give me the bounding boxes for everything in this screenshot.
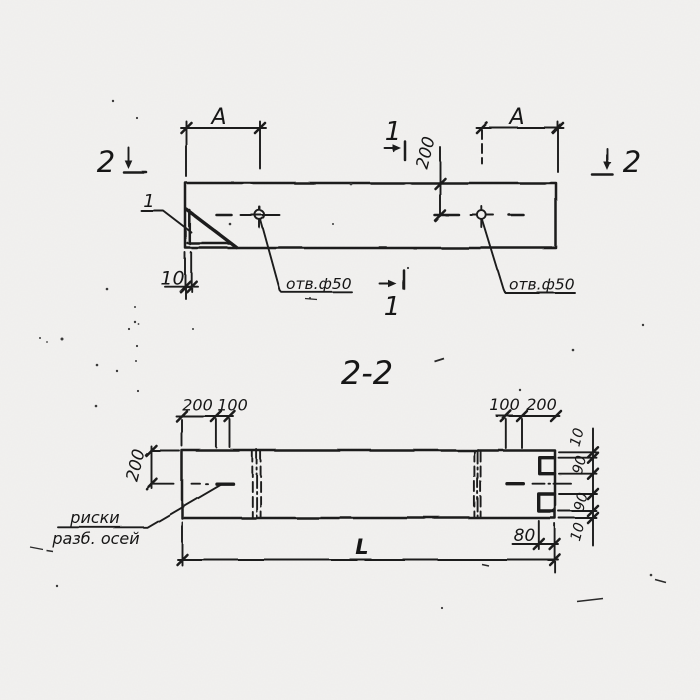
- label-dim-10-top: 10: [568, 426, 588, 448]
- label-detail-1: 1: [143, 191, 154, 212]
- section-2-mark-right: [591, 148, 615, 177]
- label-section-title: 2-2: [341, 354, 393, 392]
- plan-beam-outline: [184, 181, 558, 250]
- scan-noise: [29, 99, 667, 610]
- detail-1-leader: [140, 210, 193, 234]
- plan-view: [122, 120, 615, 299]
- section-hole-hidden-left: [251, 448, 262, 520]
- label-dim-right-100: 100: [489, 395, 520, 414]
- label-dim-90-bottom: 90: [572, 491, 592, 513]
- labels: А А 200 10 отв.ф50 отв.ф50 1 1 1 2 2 2-2…: [51, 105, 641, 559]
- section-dim-80: [511, 520, 561, 573]
- plan-hole-left: [215, 205, 281, 229]
- label-section1-top: 1: [385, 117, 402, 147]
- plan-corner-triangle: [184, 207, 239, 250]
- plan-dim-10: [163, 251, 199, 299]
- label-hole-note-right: отв.ф50: [509, 276, 575, 294]
- plan-dim-a-right: [475, 121, 565, 173]
- label-hole-note-left: отв.ф50: [286, 275, 352, 293]
- label-section1-bottom: 1: [384, 292, 401, 322]
- hole-note-leader-left: [259, 218, 353, 294]
- label-dim-length: L: [355, 535, 368, 559]
- section-1-mark-bottom: [379, 269, 406, 291]
- section-notches: [537, 456, 557, 513]
- label-axis-note-2: разб. осей: [51, 529, 139, 548]
- label-dim-80: 80: [514, 526, 536, 546]
- section-dim-height-200: [145, 444, 181, 490]
- section-dim-notch-chain: [557, 427, 600, 547]
- label-section2-right: 2: [623, 145, 641, 179]
- label-axis-note-1: риски: [69, 508, 119, 527]
- plan-dim-a-left: [180, 120, 267, 178]
- label-dim-right-200: 200: [526, 395, 557, 414]
- section-dim-right-top: [495, 409, 563, 449]
- section-view: [57, 409, 600, 573]
- section-2-mark-left: [122, 146, 148, 174]
- label-dim-10-bottom: 10: [568, 521, 588, 543]
- section-dim-length: [175, 521, 561, 566]
- hole-note-leader-right: [481, 219, 576, 294]
- section-hole-hidden-right: [473, 448, 482, 520]
- label-dim-left-200: 200: [182, 396, 213, 415]
- label-dim-a-right: А: [507, 105, 524, 130]
- label-section2-left: 2: [97, 145, 115, 179]
- label-dim-left-100: 100: [217, 396, 248, 415]
- label-dim-a-left: А: [209, 105, 226, 130]
- label-dim-90-top: 90: [570, 454, 590, 476]
- section-1-mark-top: [383, 140, 407, 162]
- section-dim-left-top: [175, 410, 237, 449]
- label-dim-10-plan: 10: [160, 268, 184, 290]
- axis-note-leader: [57, 482, 222, 529]
